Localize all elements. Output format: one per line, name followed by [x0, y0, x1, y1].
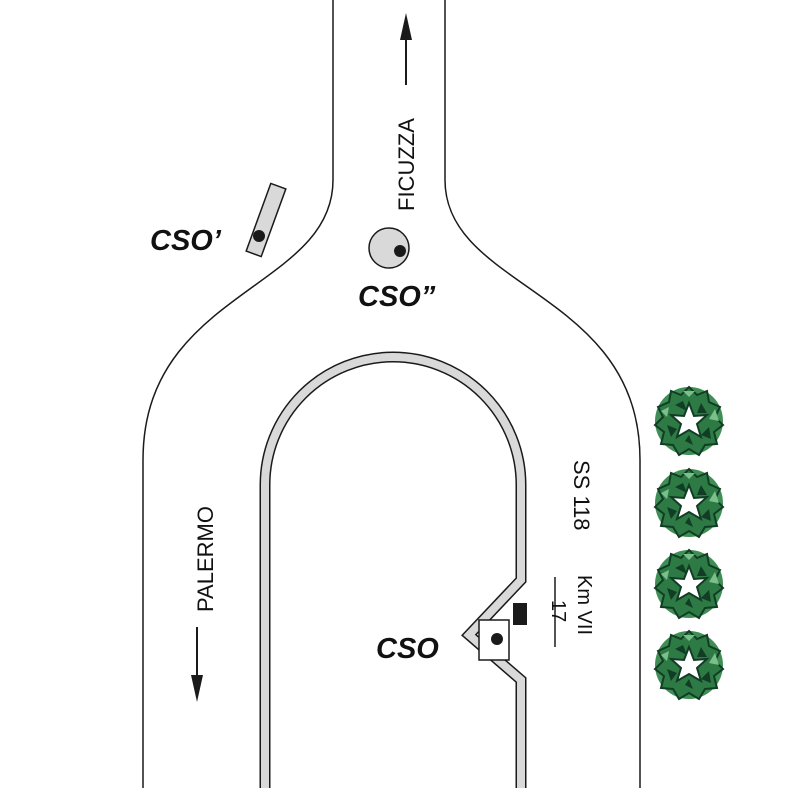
south-arrow-icon — [191, 627, 203, 702]
cso-double-prime-station — [368, 227, 410, 269]
cso-prime-station — [245, 182, 287, 258]
cso-prime-label: CSO’ — [150, 225, 222, 257]
west-label: PALERMO — [193, 506, 218, 612]
median-band — [259, 351, 527, 788]
km-bottom-label: 17 — [547, 600, 569, 622]
median-band-fill — [261, 353, 525, 788]
km-marker-icon — [513, 603, 527, 625]
marker-dot-icon — [491, 633, 503, 645]
cso-label: CSO — [376, 633, 439, 665]
shrub-icon — [654, 468, 724, 538]
north-label: FICUZZA — [394, 118, 419, 211]
road-name-label: SS 118 — [569, 460, 594, 531]
marker-dot-icon — [394, 245, 406, 257]
cso-double-prime-label: CSO” — [358, 281, 436, 313]
north-arrow-icon — [400, 13, 412, 85]
shrub-icon — [654, 630, 724, 700]
road-edge-right — [444, 0, 641, 788]
km-top-label: Km VII — [573, 575, 595, 635]
marker-dot-icon — [253, 230, 265, 242]
road-edge-left — [142, 0, 334, 788]
shrub-icon — [654, 386, 724, 456]
shrub-icon — [654, 549, 724, 619]
